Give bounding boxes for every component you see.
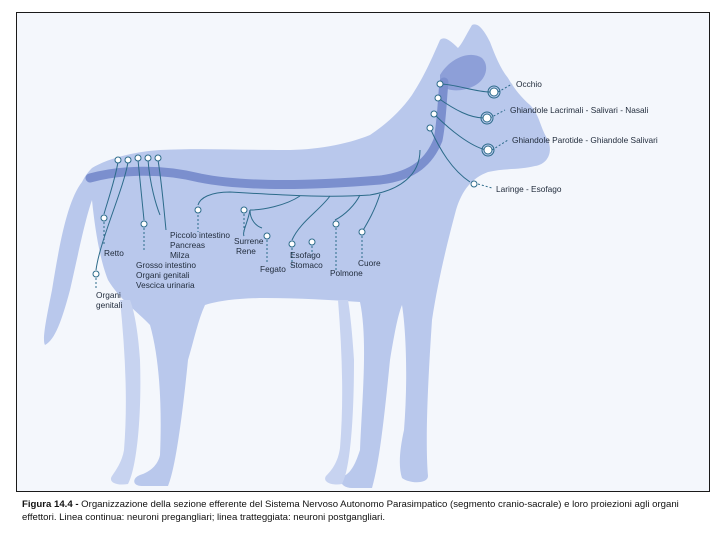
label-cuore: Cuore: [358, 258, 381, 268]
label-surrene: Surrene: [234, 236, 264, 246]
label-ghiandole-parotide: Ghiandole Parotide - Ghiandole Salivari: [512, 135, 658, 145]
label-occhio: Occhio: [516, 79, 542, 89]
front-leg-far: [325, 300, 354, 485]
label-milza: Milza: [170, 250, 190, 260]
label-grosso-intestino: Grosso intestino: [136, 260, 196, 270]
label-pancreas: Pancreas: [170, 240, 205, 250]
label-laringe: Laringe - Esofago: [496, 184, 562, 194]
caption-figure-number: Figura 14.4 -: [22, 499, 79, 510]
label-organi: Organi: [96, 290, 121, 300]
label-fegato: Fegato: [260, 264, 286, 274]
hind-leg-far: [111, 300, 140, 485]
caption-text: Organizzazione della sezione efferente d…: [22, 499, 679, 523]
label-stomaco: Stomaco: [290, 260, 323, 270]
label-retto: Retto: [104, 248, 124, 258]
label-organi-genitali: Organi genitali: [136, 270, 190, 280]
label-vescica: Vescica urinaria: [136, 280, 195, 290]
label-esofago: Esofago: [290, 250, 321, 260]
label-piccolo-intestino: Piccolo intestino: [170, 230, 230, 240]
label-rene: Rene: [236, 246, 256, 256]
label-genitali: genitali: [96, 300, 122, 310]
label-polmone: Polmone: [330, 268, 363, 278]
label-ghiandole-lacrimali: Ghiandole Lacrimali - Salivari - Nasali: [510, 105, 648, 115]
figure-caption: Figura 14.4 - Organizzazione della sezio…: [22, 498, 712, 524]
